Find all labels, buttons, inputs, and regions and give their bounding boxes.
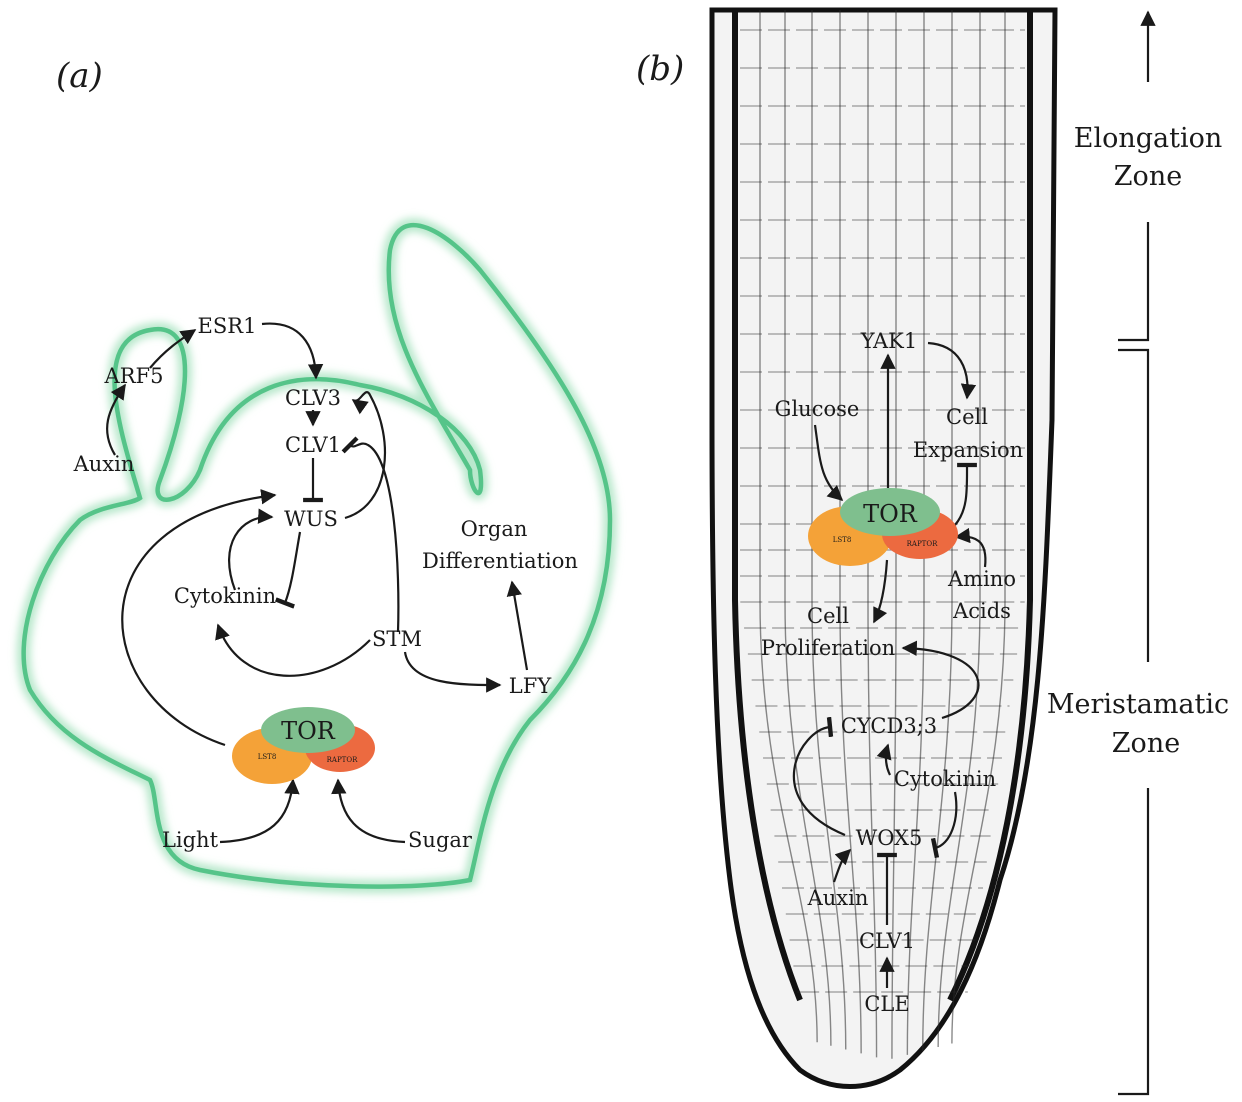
- elongation-zone-label-1: Elongation: [1074, 123, 1223, 154]
- node-differentiation: Differentiation: [422, 549, 578, 573]
- node-wus: WUS: [284, 507, 338, 531]
- node-auxin-b: Auxin: [807, 886, 869, 910]
- node-esr1: ESR1: [198, 314, 257, 338]
- node-glucose: Glucose: [775, 397, 860, 421]
- edge-wus-clv3: [345, 392, 385, 518]
- node-yak1: YAK1: [860, 329, 917, 353]
- node-cell-exp-1: Cell: [946, 405, 988, 429]
- edge-esr1-clv3: [262, 324, 316, 378]
- node-stm: STM: [372, 627, 422, 651]
- node-light: Light: [162, 828, 219, 852]
- meristematic-zone-label-1: Meristamatic: [1047, 689, 1229, 720]
- tor-label: TOR: [281, 717, 336, 745]
- node-cell-prol-1: Cell: [807, 604, 849, 628]
- meristematic-bracket-top: [1118, 350, 1148, 662]
- node-wox5: WOX5: [856, 826, 923, 850]
- node-clv1-b: CLV1: [859, 929, 915, 953]
- node-cell-prol-2: Proliferation: [761, 636, 895, 660]
- edge-lfy-organ: [512, 582, 527, 670]
- node-cytokinin-b: Cytokinin: [894, 767, 996, 791]
- edge-cytokinin-wus: [229, 517, 272, 590]
- raptor-label-b: RAPTOR: [907, 540, 938, 548]
- edge-tor-wus: [122, 495, 275, 745]
- lst8-label-b: LST8: [833, 536, 852, 544]
- panel-a: (a) TOR LS: [24, 56, 610, 887]
- panel-b: (b) TOR: [636, 10, 1229, 1094]
- edge-stm-clv1: [350, 444, 398, 632]
- node-cytokinin-a: Cytokinin: [174, 584, 276, 608]
- meristematic-bracket-bottom: [1118, 788, 1148, 1094]
- edge-stm-lfy: [405, 652, 500, 685]
- panel-a-label: (a): [56, 56, 103, 96]
- node-clv3: CLV3: [285, 386, 341, 410]
- meristematic-zone-label-2: Zone: [1112, 728, 1180, 759]
- zone-brackets: Elongation Zone Meristamatic Zone: [1047, 12, 1229, 1094]
- node-auxin: Auxin: [73, 452, 135, 476]
- raptor-label: RAPTOR: [327, 756, 358, 764]
- panel-b-label: (b): [636, 49, 684, 89]
- node-amino-2: Acids: [952, 599, 1011, 623]
- node-organ: Organ: [461, 517, 528, 541]
- tor-label-b: TOR: [863, 500, 918, 528]
- node-cycd: CYCD3;3: [841, 714, 937, 738]
- edge-stm-cytokinin: [218, 625, 370, 676]
- node-amino-1: Amino: [947, 567, 1016, 591]
- node-cell-exp-2: Expansion: [913, 438, 1023, 462]
- node-sugar: Sugar: [408, 828, 473, 852]
- elongation-bracket: [1118, 222, 1148, 340]
- node-arf5: ARF5: [104, 364, 164, 388]
- edge-sugar-tor: [338, 780, 405, 842]
- lst8-label: LST8: [258, 753, 277, 761]
- node-lfy: LFY: [509, 674, 553, 698]
- edge-wus-cytokinin: [285, 532, 300, 603]
- tor-complex-a: TOR LST8 RAPTOR: [232, 707, 375, 784]
- node-cle: CLE: [864, 992, 909, 1016]
- edge-light-tor: [220, 780, 293, 842]
- elongation-zone-label-2: Zone: [1114, 161, 1182, 192]
- node-clv1: CLV1: [285, 433, 341, 457]
